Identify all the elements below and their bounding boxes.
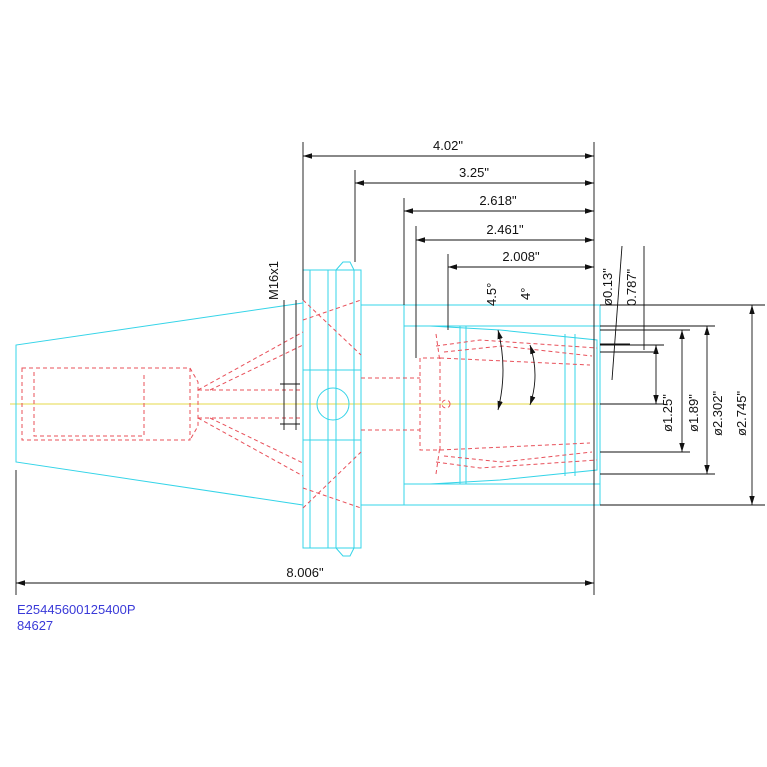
- angle-arc-4-5: [497, 329, 504, 411]
- dim-0-787: 0.787": [624, 268, 639, 306]
- part-number: 84627: [17, 618, 54, 633]
- dim-2-008: 2.008": [502, 249, 540, 264]
- angle-arc-4: [529, 344, 536, 406]
- dim-dia-2-745: ø2.745": [734, 391, 749, 436]
- dimension-lines: [15, 142, 765, 595]
- dim-thread: M16x1: [266, 261, 281, 300]
- dim-2-618: 2.618": [479, 193, 517, 208]
- dim-3-25: 3.25": [459, 165, 489, 180]
- hidden-lines: [21, 299, 598, 509]
- dimension-labels: 4.02" 3.25" 2.618" 2.461" 2.008" 8.006" …: [266, 138, 749, 580]
- part-outline: [15, 261, 601, 557]
- dim-2-461: 2.461": [486, 222, 524, 237]
- part-code: E25445600125400P: [17, 602, 136, 617]
- dim-dia-1-25: ø1.25": [660, 394, 675, 432]
- dim-8-006: 8.006": [286, 565, 324, 580]
- dim-dia-2-302: ø2.302": [710, 391, 725, 436]
- dim-angle-4-5: 4.5°: [484, 283, 499, 306]
- dim-dia-0-13: ø0.13": [600, 268, 615, 306]
- dim-4-02: 4.02": [433, 138, 463, 153]
- dim-dia-1-89: ø1.89": [686, 394, 701, 432]
- dim-angle-4: 4°: [518, 288, 533, 300]
